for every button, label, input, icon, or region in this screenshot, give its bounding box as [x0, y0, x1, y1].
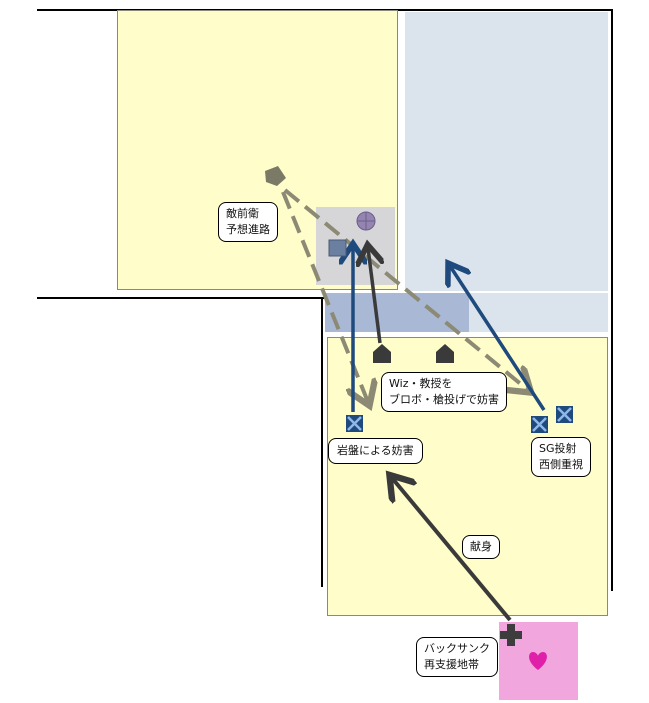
right-wall: [611, 9, 613, 591]
mid-wall-v: [321, 297, 323, 587]
heart-icon: [529, 652, 547, 670]
healer-cross-icon: [500, 624, 522, 646]
blue-band: [325, 293, 469, 332]
ally-blue-unit-icon-2: [531, 416, 548, 433]
sacrifice-dark-arrow: [392, 478, 512, 622]
enemy-unit-icon: [328, 239, 347, 257]
label-backsank: バックサンク 再支援地帯: [416, 637, 498, 677]
enemy-vanguard-icon: [265, 166, 286, 186]
label-enemy-path: 敵前衛 予想進路: [218, 202, 278, 242]
ally-blue-unit-icon-1: [346, 415, 363, 432]
label-sg: SG投射 西側重視: [531, 437, 591, 477]
ally-blue-unit-icon-3: [556, 406, 573, 423]
mid-wall-h: [37, 297, 324, 299]
wiz-dark-arrow: [368, 248, 380, 344]
label-rock: 岩盤による妨害: [328, 438, 423, 464]
label-sacrifice: 献身: [462, 535, 500, 559]
ally-house-icon-1: [373, 344, 391, 363]
ally-house-icon-2: [436, 344, 454, 363]
sg-blue-arrow: [450, 266, 546, 411]
blue-zone-upper: [405, 12, 608, 291]
enemy-path-arrow-east: [283, 188, 528, 390]
label-wiz: Wiz・教授を ブロボ・槍投げで妨害: [381, 372, 507, 412]
